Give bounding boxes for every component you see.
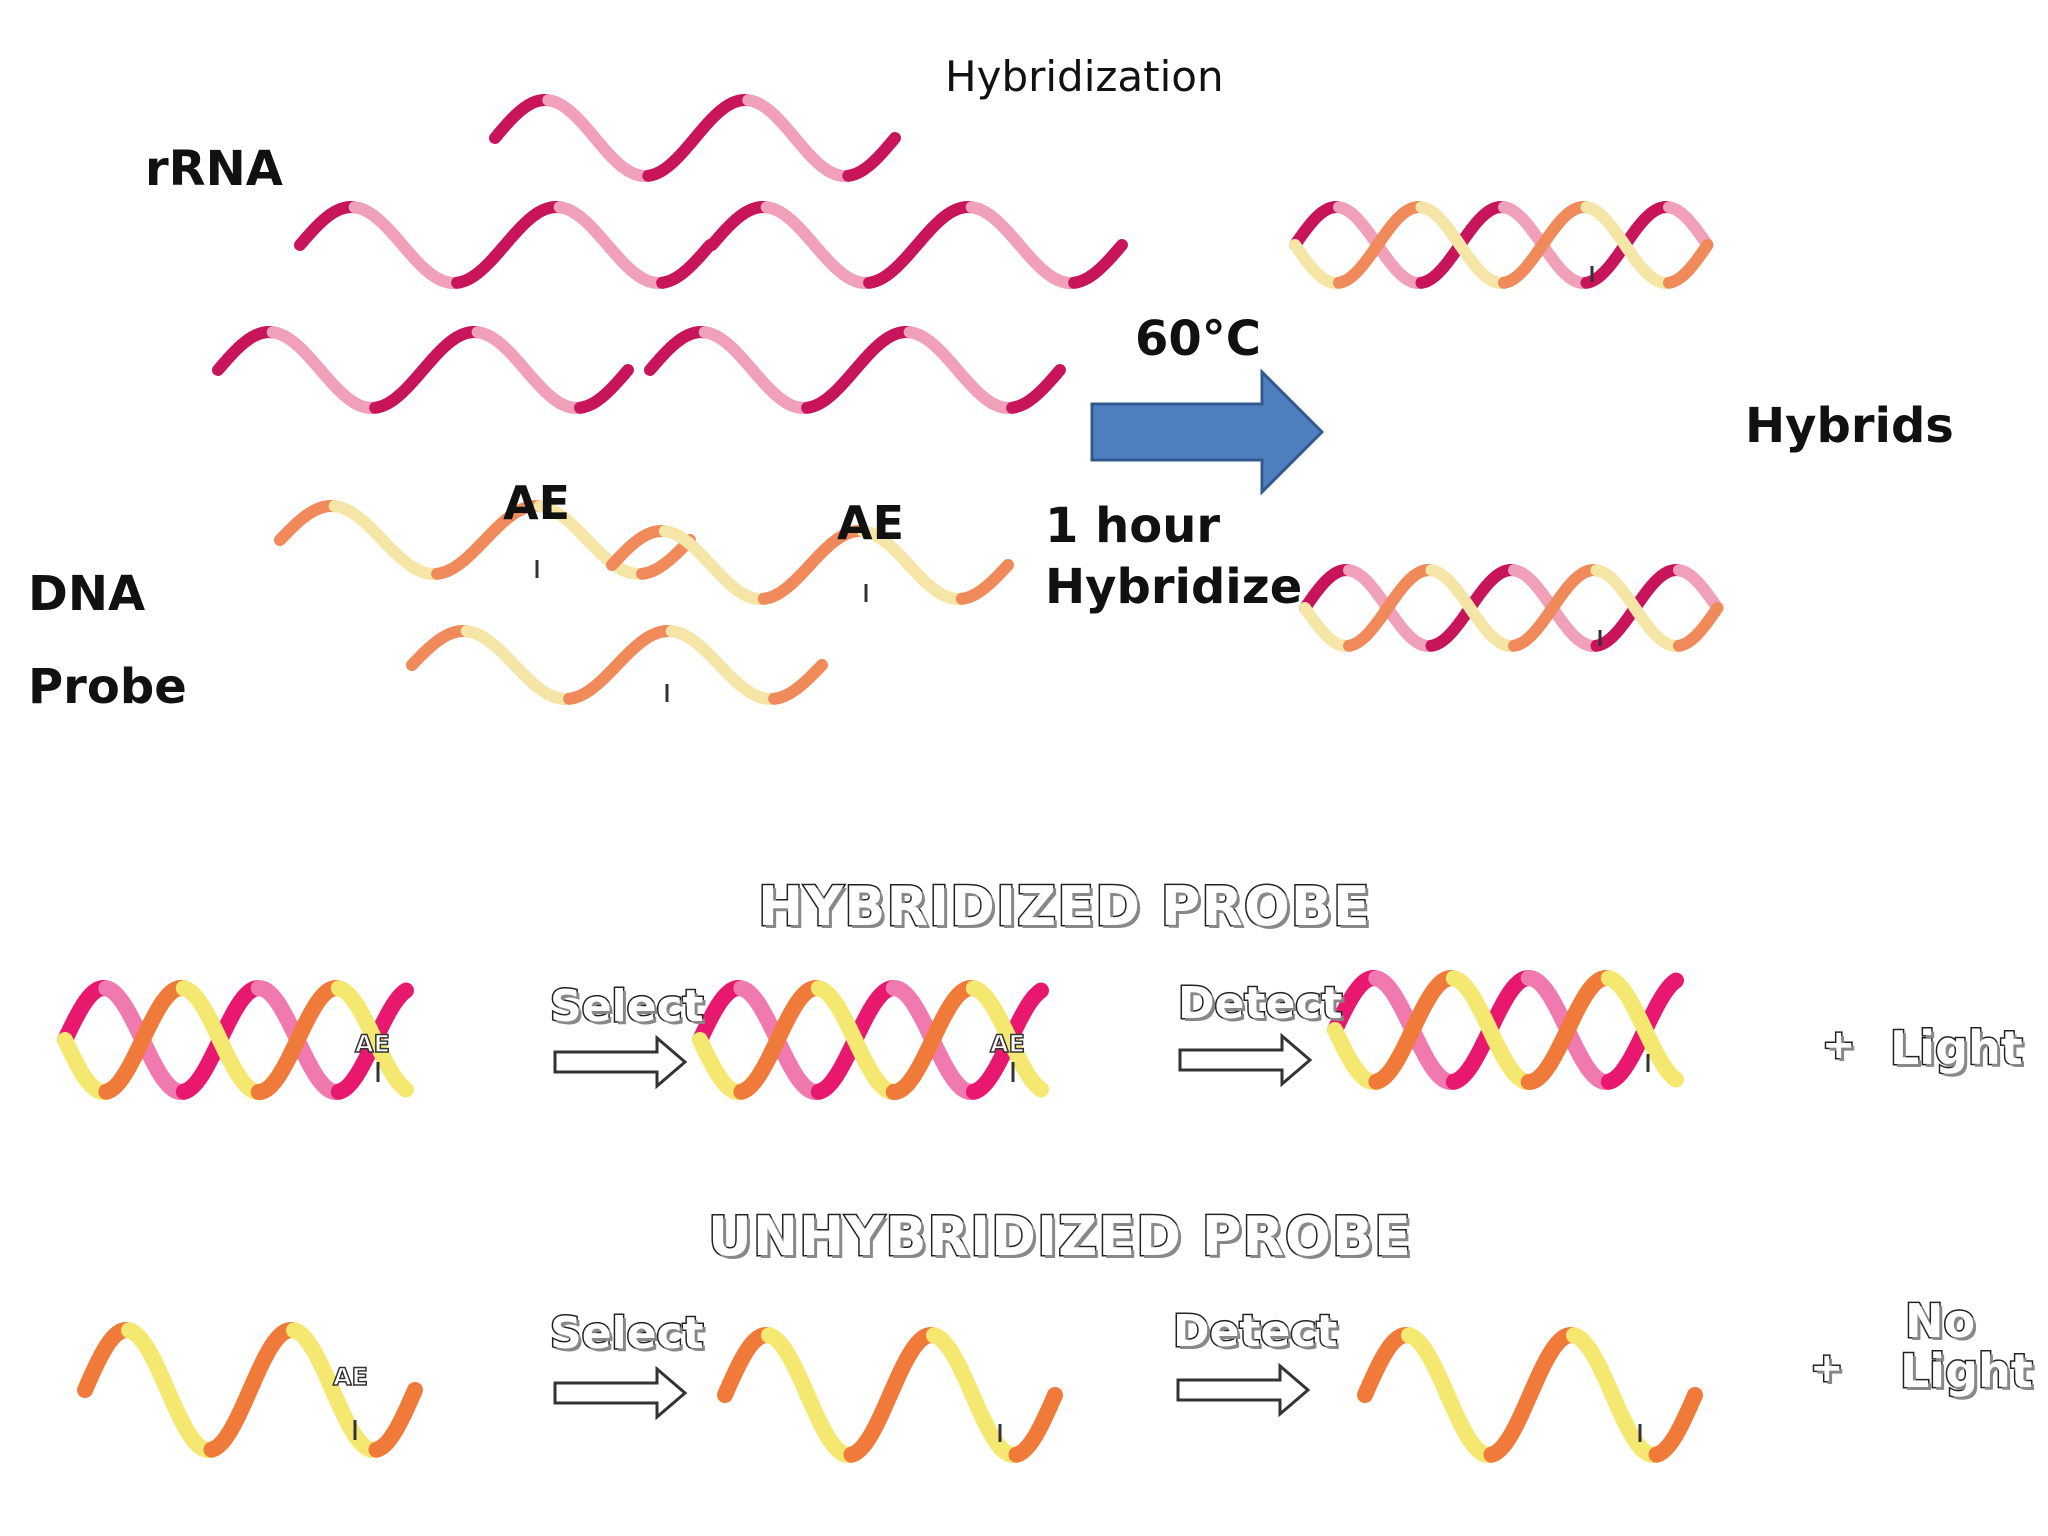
detect-label-hybridized: Detect: [1176, 978, 1343, 1029]
unhybridized-ae-tag-1: AE: [333, 1363, 368, 1391]
rrna-strand-4: [212, 326, 634, 415]
select-arrow-unhybridized: [553, 1365, 688, 1421]
hybrids-label: Hybrids: [1745, 398, 1954, 454]
detect-label-unhybridized: Detect: [1171, 1306, 1338, 1357]
hybridized-helix-2: [692, 980, 1049, 1101]
dna-probe-strand-3: [406, 625, 828, 706]
no-light-result-line1: No: [1903, 1294, 1976, 1348]
unhybridized-probe-3: [1357, 1327, 1703, 1464]
hybridize-label: Hybridize: [1045, 559, 1303, 615]
dna-probe-strand-1: [274, 500, 696, 581]
rrna-strand-3: [706, 201, 1128, 290]
ae-label-1: AE: [503, 476, 571, 530]
dna-label: DNA: [28, 566, 146, 622]
select-label-hybridized: Select: [549, 981, 706, 1032]
hybridized-ae-tag-1: AE: [355, 1030, 390, 1058]
unhybridized-probe-1: [77, 1322, 423, 1459]
hybridize-arrow: [1090, 368, 1325, 496]
time-label: 1 hour: [1045, 498, 1221, 554]
select-label-unhybridized: Select: [549, 1308, 706, 1359]
rrna-label: rRNA: [145, 141, 283, 197]
ae-label-2: AE: [837, 496, 905, 550]
plus-sign-unhybridized: +: [1809, 1345, 1845, 1391]
plus-sign-hybridized: +: [1821, 1022, 1857, 1068]
hybridized-helix-1: [57, 980, 414, 1101]
unhybridized-probe-title: UNHYBRIDIZED PROBE: [707, 1205, 1413, 1268]
rrna-strand-1: [489, 94, 901, 183]
probe-label: Probe: [28, 659, 187, 715]
diagram-title: Hybridization: [945, 52, 1224, 101]
unhybridized-probe-2: [717, 1327, 1063, 1464]
hybrid-helix-1: [1289, 201, 1714, 290]
hybridized-helix-3: [1327, 970, 1684, 1091]
hybridized-probe-title: HYBRIDIZED PROBE: [757, 875, 1372, 938]
dna-probe-strand-2: [606, 525, 1014, 606]
rrna-strand-2: [294, 201, 716, 290]
hybridized-ae-tag-2: AE: [990, 1030, 1025, 1058]
rrna-strand-5: [644, 326, 1066, 415]
hybrid-helix-2: [1299, 564, 1724, 653]
detect-arrow-hybridized: [1178, 1032, 1313, 1088]
select-arrow-hybridized: [553, 1034, 688, 1090]
light-result-label: Light: [1889, 1021, 2025, 1075]
no-light-result-line2: Light: [1899, 1344, 2035, 1398]
detect-arrow-unhybridized: [1176, 1362, 1311, 1418]
temperature-label: 60°C: [1135, 311, 1262, 367]
